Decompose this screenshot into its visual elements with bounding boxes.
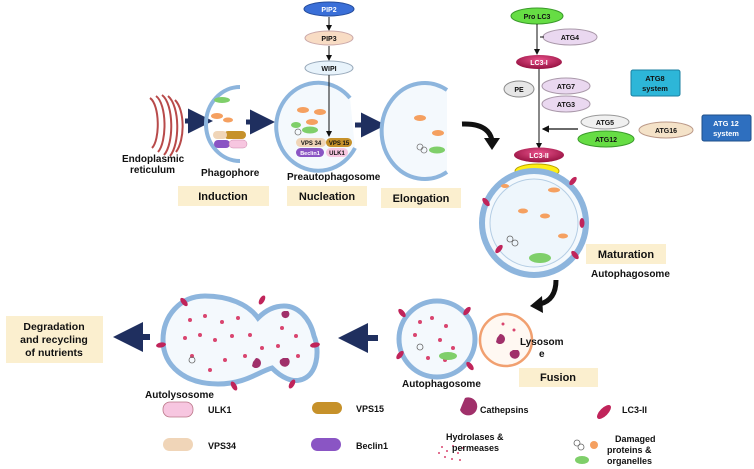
- stage-induction: Induction: [178, 186, 269, 206]
- svg-text:PIP3: PIP3: [321, 36, 336, 43]
- svg-text:LC3-I: LC3-I: [530, 60, 548, 67]
- legend-damaged-2: proteins &: [607, 445, 652, 455]
- atg5-node: ATG5: [580, 114, 630, 130]
- svg-text:Induction: Induction: [198, 191, 248, 203]
- legend-damaged-3: organelles: [607, 456, 652, 466]
- legend-vps34-swatch: [163, 438, 193, 451]
- legend-hydrolases-2: permeases: [452, 443, 499, 453]
- preautophagosome-label: Preautophagosome: [287, 172, 381, 183]
- svg-text:ATG7: ATG7: [557, 84, 575, 91]
- legend-vps15-swatch: [312, 402, 342, 414]
- autolysosome-icon: [156, 293, 320, 391]
- stage-elongation: Elongation: [381, 188, 461, 208]
- legend-damaged-swatch: [573, 439, 598, 464]
- svg-text:ATG12: ATG12: [595, 137, 617, 144]
- ulk1-label: ULK1: [329, 151, 345, 157]
- elongation-icon: [379, 81, 449, 181]
- legend-lc3ii-swatch: [597, 405, 611, 419]
- phagophore-icon: [204, 85, 248, 163]
- atg8-system-box: ATG8 system: [630, 69, 681, 97]
- legend-lc3ii: LC3-II: [622, 405, 647, 415]
- lysosome-label-2: e: [539, 349, 545, 360]
- fusion-autophagosome-icon: [396, 298, 478, 380]
- svg-text:PIP2: PIP2: [321, 7, 336, 14]
- preautophagosome-icon: VPS 34 VPS 15 Beclin1 ULK1: [274, 80, 357, 173]
- legend-ulk1-swatch: [162, 401, 194, 418]
- lc3-i-node: LC3-I: [516, 55, 562, 69]
- endoplasmic-reticulum-icon: [149, 94, 184, 157]
- autophagosome-icon: [479, 168, 589, 278]
- svg-text:Maturation: Maturation: [598, 249, 655, 261]
- wipi-node: WIPI: [304, 60, 354, 76]
- stage-nucleation: Nucleation: [287, 186, 367, 206]
- atg16-node: ATG16: [638, 121, 694, 139]
- legend-cathepsins: Cathepsins: [480, 405, 529, 415]
- phagophore-label: Phagophore: [201, 168, 260, 179]
- lc3-ii-node: LC3-II: [514, 147, 564, 163]
- svg-text:system: system: [713, 129, 739, 138]
- legend-cathepsins-swatch: [460, 397, 478, 416]
- atg7-node: ATG7: [541, 77, 591, 95]
- er-label-2: reticulum: [130, 165, 175, 176]
- autolysosome-label: Autolysosome: [145, 390, 214, 401]
- atg12-system-box: ATG 12 system: [701, 114, 752, 142]
- beclin1-label: Beclin1: [300, 151, 320, 157]
- svg-text:Pro LC3: Pro LC3: [524, 14, 551, 21]
- arrow-to-fusion: [539, 279, 559, 307]
- svg-text:ATG16: ATG16: [655, 128, 677, 135]
- svg-text:of nutrients: of nutrients: [25, 347, 83, 359]
- svg-text:ATG8: ATG8: [645, 74, 664, 83]
- autophagosome-top-label: Autophagosome: [591, 269, 670, 280]
- legend-vps15: VPS15: [356, 404, 384, 414]
- svg-text:LC3-II: LC3-II: [529, 153, 549, 160]
- legend-hydrolases-1: Hydrolases &: [446, 432, 504, 442]
- pe-node: PE: [503, 80, 535, 98]
- svg-text:Nucleation: Nucleation: [299, 191, 356, 203]
- svg-text:ATG5: ATG5: [596, 120, 614, 127]
- svg-text:Degradation: Degradation: [23, 321, 84, 333]
- arrow-to-maturation: [461, 121, 495, 141]
- svg-text:ATG3: ATG3: [557, 102, 575, 109]
- svg-text:and recycling: and recycling: [20, 334, 88, 346]
- vps34-label: VPS 34: [301, 141, 322, 147]
- atg12-node: ATG12: [577, 130, 635, 148]
- svg-text:ATG 12: ATG 12: [713, 119, 739, 128]
- atg3-node: ATG3: [541, 95, 591, 113]
- svg-text:PE: PE: [514, 87, 524, 94]
- er-label-1: Endoplasmic: [122, 154, 185, 165]
- lysosome-label-1: Lysosom: [520, 337, 564, 348]
- svg-text:ATG4: ATG4: [561, 35, 579, 42]
- vps15-label: VPS 15: [329, 141, 350, 147]
- atg4-node: ATG4: [542, 28, 598, 46]
- svg-text:WIPI: WIPI: [321, 66, 336, 73]
- degradation-box: Degradation and recycling of nutrients: [6, 316, 103, 363]
- svg-text:system: system: [642, 84, 668, 93]
- legend-hydrolases-swatch: [438, 445, 464, 461]
- pro-lc3-node: Pro LC3: [510, 7, 564, 25]
- legend: ULK1 VPS15 Cathepsins LC3-II VPS34 Becli…: [162, 397, 656, 466]
- legend-beclin1-swatch: [311, 438, 341, 451]
- svg-text:Fusion: Fusion: [540, 372, 576, 384]
- stage-fusion: Fusion: [519, 368, 598, 387]
- lysosome-icon: [478, 312, 534, 368]
- pip3-node: PIP3: [304, 30, 354, 46]
- legend-ulk1: ULK1: [208, 405, 232, 415]
- autophagosome-bottom-label: Autophagosome: [402, 379, 481, 390]
- legend-vps34: VPS34: [208, 441, 236, 451]
- stage-maturation: Maturation: [586, 244, 666, 264]
- legend-damaged-1: Damaged: [615, 434, 656, 444]
- svg-text:Elongation: Elongation: [393, 193, 450, 205]
- pip2-node: PIP2: [303, 1, 355, 17]
- legend-beclin1: Beclin1: [356, 441, 388, 451]
